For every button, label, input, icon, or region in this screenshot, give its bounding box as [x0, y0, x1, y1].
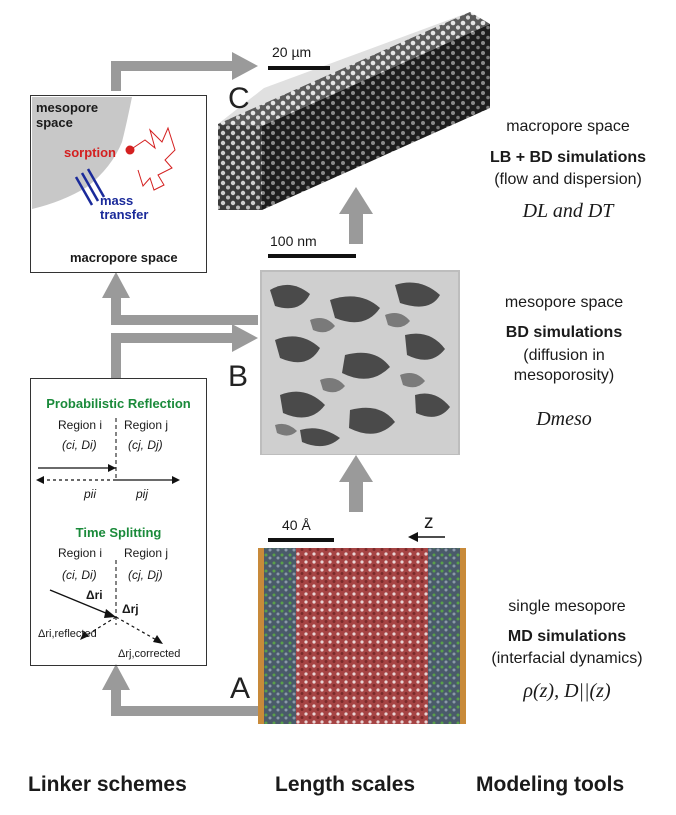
arrow-top-vertical: [111, 66, 121, 91]
linker-box-reflection: [30, 378, 207, 666]
panel-letter-c: C: [228, 82, 250, 115]
arrow-lower-horizontal: [111, 333, 236, 343]
linker-top-drawing: [32, 97, 176, 209]
scale-bar-b: [268, 254, 356, 258]
linker-box-sorption: [30, 95, 207, 273]
tool-a-output: ρ(z), D||(z): [523, 680, 611, 702]
arrow-b-vertical: [111, 295, 121, 320]
p-ij-label: pij: [136, 487, 149, 501]
arrow-a-head: [102, 664, 130, 690]
arrow-b-horizontal: [111, 315, 258, 325]
scale-bar-a: [268, 538, 334, 542]
arrow-b-to-c-shaft: [349, 212, 363, 244]
time-splitting-title: Time Splitting: [75, 525, 162, 540]
z-axis-label: z: [424, 512, 434, 533]
mass-transfer-label: mass transfer: [100, 193, 149, 222]
panel-letter-a: A: [230, 672, 251, 705]
scale-bar-c: [268, 66, 330, 70]
dr-corrected-label: Δrj,corrected: [118, 648, 181, 660]
dr-i-label: Δri: [86, 588, 103, 602]
arrow-top-horizontal: [111, 61, 236, 71]
sorption-label: sorption: [64, 145, 116, 160]
arrow-a-vertical: [111, 686, 121, 711]
arrow-a-horizontal: [111, 706, 258, 716]
z-axis-arrow: [408, 532, 445, 542]
beam-side-face: [262, 24, 490, 210]
tool-a-title: single mesopore: [508, 598, 626, 615]
arrow-b-to-c-head: [339, 187, 373, 214]
region-i-label-2: Region i: [58, 546, 103, 560]
region-j-label-1: Region j: [124, 418, 169, 432]
flow-arrows: [102, 52, 373, 716]
p-ii-label: pii: [84, 487, 97, 501]
scale-label-a: 40 Å: [282, 517, 311, 533]
macropore-space-label: macropore space: [70, 250, 178, 265]
mass-transfer-arrows: [74, 168, 106, 206]
mesopore-region: [32, 97, 132, 209]
beam-front-face: [218, 124, 262, 210]
tool-b-title: mesopore space: [504, 294, 624, 311]
arrow-a-to-b-head: [339, 455, 373, 482]
dr-reflected-label: Δri,reflected: [38, 628, 97, 640]
probabilistic-reflection-title: Probabilistic Reflection: [46, 396, 191, 411]
footer-linker-schemes: Linker schemes: [28, 773, 187, 796]
cj-dj-label-2: (cj, Dj): [128, 568, 163, 582]
ci-di-label-2: (ci, Di): [62, 568, 97, 582]
arrow-top-head: [232, 52, 258, 80]
region-i-label-1: Region i: [58, 418, 103, 432]
tool-a-method: MD simulations: [507, 628, 627, 645]
md-slab: [258, 548, 466, 724]
mesopore-cube: [260, 270, 460, 455]
footer-modeling-tools: Modeling tools: [476, 773, 625, 796]
tool-b-method: BD simulations: [505, 324, 623, 341]
tool-b-output: Dmeso: [536, 408, 592, 430]
arrow-a-to-b-shaft: [349, 480, 363, 512]
mesopore-space-label: mesopore space: [36, 100, 99, 130]
random-walk: [129, 126, 176, 191]
arrow-b-head: [102, 272, 130, 298]
arrow-lower-vertical: [111, 338, 121, 378]
region-j-label-2: Region j: [124, 546, 169, 560]
scale-label-c: 20 µm: [272, 44, 312, 60]
tool-a-desc: (interfacial dynamics): [491, 650, 643, 667]
scale-label-b: 100 nm: [270, 233, 317, 249]
tool-c-method: LB + BD simulations: [489, 149, 647, 166]
tool-b-desc-1: (diffusion in: [523, 347, 605, 364]
panel-letter-b: B: [228, 360, 249, 393]
cj-dj-label-1: (cj, Dj): [128, 438, 163, 452]
ci-di-label-1: (ci, Di): [62, 438, 97, 452]
dr-j-label: Δrj: [122, 602, 139, 616]
macropore-beam: [218, 12, 490, 210]
tool-b-desc-2: mesoporosity): [513, 367, 615, 384]
footer-length-scales: Length scales: [275, 773, 416, 796]
linker-bottom-drawing: [36, 418, 180, 644]
tool-c-title: macropore space: [506, 118, 630, 135]
tool-c-desc: (flow and dispersion): [494, 171, 642, 188]
arrow-lower-head: [232, 324, 258, 352]
tool-c-output: DL and DT: [522, 200, 614, 222]
beam-top-face: [218, 12, 490, 126]
